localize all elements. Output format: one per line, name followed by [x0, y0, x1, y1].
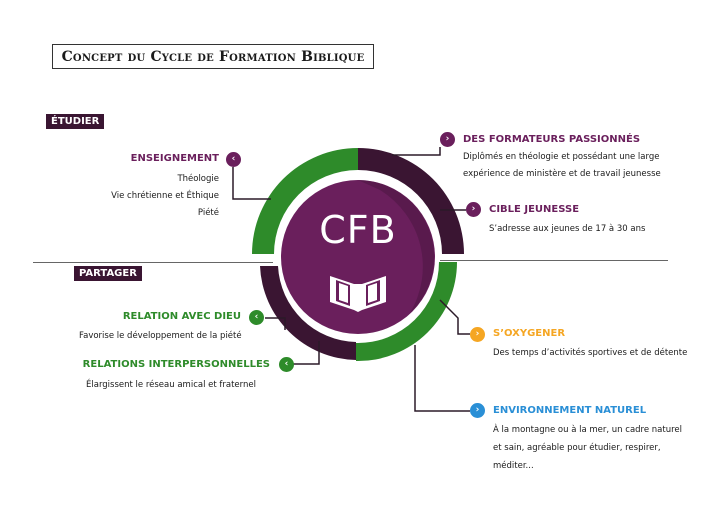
page-title-box: Concept du Cycle de Formation Biblique — [52, 44, 374, 69]
formateurs-chevron-icon: › — [440, 132, 455, 147]
tag-partager: PARTAGER — [74, 266, 142, 281]
environnement-chevron-icon: › — [470, 403, 485, 418]
relation-dieu-title: RELATION AVEC DIEU — [122, 311, 241, 322]
formateurs-title: DES FORMATEURS PASSIONNÉS — [463, 134, 641, 145]
tag-etudier: ÉTUDIER — [46, 114, 105, 129]
ring-segment-bottom-right — [356, 262, 457, 362]
formateurs-line: expérience de ministère et de travail je… — [463, 169, 661, 179]
environnement-line: méditer... — [493, 461, 534, 471]
oxygener-chevron-icon: › — [470, 327, 485, 342]
connector-relations-inter — [293, 341, 320, 365]
relations-inter-chevron-icon: ‹ — [279, 357, 294, 372]
ring-segment-top-left — [252, 148, 358, 254]
ring-segment-top-right — [358, 148, 464, 254]
enseignement-title: ENSEIGNEMENT — [130, 153, 219, 164]
center-disc — [281, 180, 435, 334]
connector-environnement — [414, 345, 470, 412]
cible-title: CIBLE JEUNESSE — [489, 204, 580, 215]
connector-relation-dieu — [265, 317, 286, 330]
relations-inter-title: RELATIONS INTERPERSONNELLES — [82, 359, 270, 370]
ring-segment-bottom-left — [260, 266, 356, 360]
relations-inter-text: Élargissent le réseau amical et fraterne… — [86, 380, 256, 390]
relation-dieu-chevron-icon: ‹ — [249, 310, 264, 325]
center-label: CFB — [319, 208, 397, 252]
cible-chevron-icon: › — [466, 202, 481, 217]
enseignement-item: Piété — [197, 208, 219, 218]
connector-enseignement — [232, 167, 271, 200]
connector-formateurs — [392, 147, 441, 156]
relation-dieu-text: Favorise le développement de la piété — [79, 331, 242, 341]
divider-right — [440, 260, 668, 261]
open-book-icon — [330, 276, 386, 312]
enseignement-item: Théologie — [177, 174, 219, 184]
oxygener-text: Des temps d’activités sportives et de dé… — [493, 348, 688, 358]
center-disc-shade — [358, 180, 435, 313]
oxygener-title: S’OXYGENER — [493, 328, 566, 339]
divider-left — [33, 262, 273, 263]
environnement-title: ENVIRONNEMENT NATUREL — [493, 405, 647, 416]
cible-text: S’adresse aux jeunes de 17 à 30 ans — [489, 224, 646, 234]
page-title: Concept du Cycle de Formation Biblique — [61, 48, 365, 65]
formateurs-line: Diplômés en théologie et possédant une l… — [463, 152, 660, 162]
environnement-line: et sain, agréable pour étudier, respirer… — [493, 443, 661, 453]
connector-oxygener — [439, 299, 470, 335]
enseignement-item: Vie chrétienne et Éthique — [111, 191, 219, 201]
enseignement-chevron-icon: ‹ — [226, 152, 241, 167]
environnement-line: À la montagne ou à la mer, un cadre natu… — [493, 425, 683, 435]
